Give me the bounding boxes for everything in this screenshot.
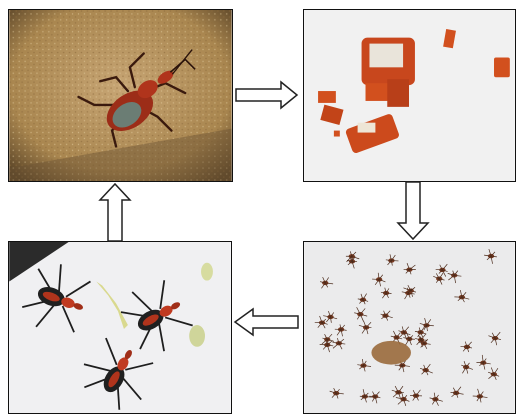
young-adults-photo <box>9 242 231 413</box>
arrow-left-icon <box>233 307 299 337</box>
arrow-up-icon <box>98 182 132 242</box>
arrow-right-icon <box>235 80 299 110</box>
panel-young-adults-feeding <box>8 241 232 414</box>
panel-nymphs-hatching <box>303 241 516 414</box>
panel-adult-on-soil <box>8 9 233 182</box>
panel-egg-clusters <box>303 9 516 182</box>
egg-cluster-main <box>362 38 415 107</box>
nymphs-photo <box>304 242 515 413</box>
arrow-down-icon <box>396 181 430 241</box>
adult-bug-photo <box>9 10 232 181</box>
egg-clusters-photo <box>304 10 515 181</box>
